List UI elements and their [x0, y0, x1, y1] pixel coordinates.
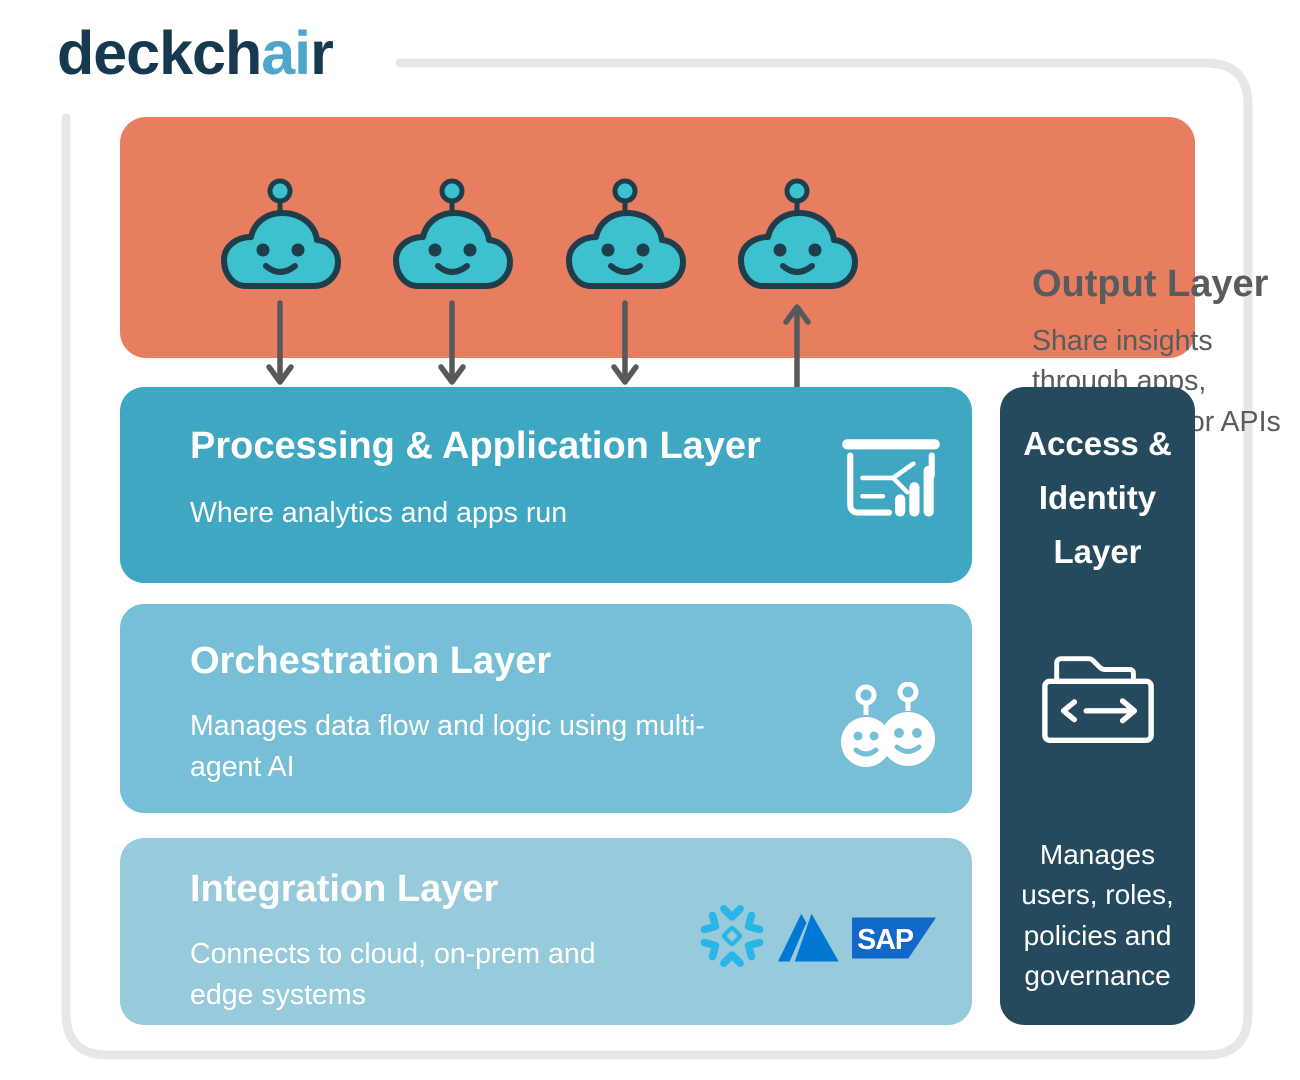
- sap-logo-text: SAP: [857, 924, 914, 956]
- logo-text-suffix: r: [310, 19, 334, 87]
- integration-layer-description: Connects to cloud, on-prem and edge syst…: [190, 938, 596, 1011]
- access-layer-description: Manages users, roles, policies and gover…: [1021, 839, 1174, 991]
- folder-transfer-icon: [1041, 656, 1154, 744]
- access-layer-title: Access & Identity Layer: [1023, 425, 1172, 570]
- azure-logo: [778, 913, 839, 962]
- robot-cloud-icon: [738, 178, 858, 289]
- integration-layer-box: Integration Layer Connects to cloud, on-…: [120, 838, 972, 1025]
- robot-cloud-icon: [221, 178, 341, 289]
- snowflake-logo: [700, 905, 764, 967]
- orchestration-layer-title: Orchestration Layer: [190, 640, 552, 682]
- robot-cloud-icon: [393, 178, 513, 289]
- processing-layer-box: Processing & Application Layer Where ana…: [120, 387, 972, 583]
- robot-cloud-icon: [566, 178, 686, 289]
- orchestration-layer-description: Manages data flow and logic using multi-…: [190, 710, 705, 783]
- multi-agent-robots-icon: [841, 682, 935, 767]
- sap-logo: SAP: [852, 917, 936, 959]
- integration-layer-title: Integration Layer: [190, 868, 499, 910]
- orchestration-layer-box: Orchestration Layer Manages data flow an…: [120, 604, 972, 813]
- presentation-chart-icon: [842, 439, 940, 517]
- brand-logo: deckchair: [57, 18, 334, 88]
- logo-text-prefix: deckch: [57, 19, 262, 87]
- processing-layer-description: Where analytics and apps run: [190, 497, 568, 529]
- processing-layer-title: Processing & Application Layer: [190, 425, 761, 467]
- access-layer-box: Access & Identity Layer Manages users, r…: [1000, 387, 1195, 1025]
- output-layer-title: Output Layer: [1032, 263, 1269, 305]
- logo-text-accent: ai: [261, 19, 311, 87]
